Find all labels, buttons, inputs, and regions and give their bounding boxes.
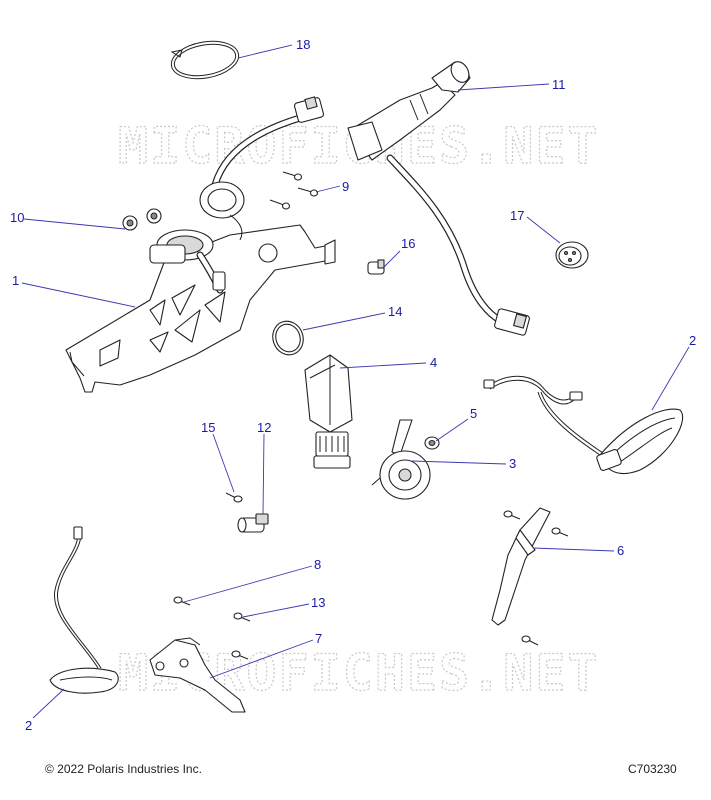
- callout-10: 10: [10, 210, 24, 225]
- callout-9: 9: [342, 179, 349, 194]
- part-7-bracket: [149, 637, 246, 713]
- callout-16: 16: [401, 236, 415, 251]
- part-17-connector: [555, 241, 589, 269]
- callout-4: 4: [430, 355, 437, 370]
- part-13-screws: [231, 612, 251, 660]
- callout-14: 14: [388, 304, 402, 319]
- part-3-horn: [371, 419, 431, 500]
- callout-2-left: 2: [25, 718, 32, 733]
- part-8-screw: [173, 596, 191, 606]
- bracket-harness: [149, 96, 325, 294]
- callout-15: 15: [201, 420, 215, 435]
- part-2-right-light: [483, 375, 684, 474]
- part-16-bulb: [367, 259, 385, 275]
- callout-12: 12: [257, 420, 271, 435]
- leader-lines: [21, 44, 690, 719]
- part-14-o-ring: [272, 320, 304, 356]
- callout-5: 5: [470, 406, 477, 421]
- part-2-left-light: [49, 526, 119, 694]
- part-12-socket: [237, 513, 269, 533]
- drawing-number: C703230: [628, 762, 677, 776]
- callout-8: 8: [314, 557, 321, 572]
- part-11-switch: [347, 61, 530, 336]
- callout-11: 11: [552, 77, 566, 92]
- callout-6: 6: [617, 543, 624, 558]
- part-6-bracket: [491, 507, 569, 646]
- part-5-bolt: [424, 436, 440, 450]
- callout-1: 1: [12, 273, 19, 288]
- callout-18: 18: [296, 37, 310, 52]
- callout-2-right: 2: [689, 333, 696, 348]
- copyright-notice: © 2022 Polaris Industries Inc.: [45, 762, 202, 776]
- part-10-nuts: [122, 208, 162, 231]
- callout-17: 17: [510, 208, 524, 223]
- part-4-module: [304, 354, 353, 469]
- callout-7: 7: [315, 631, 322, 646]
- part-1-bracket: [65, 224, 336, 393]
- part-9-screws: [269, 171, 319, 210]
- callout-labels: 18 11 9 10 17 16 1 14 2 4 5 15 12 3 6 8 …: [10, 37, 696, 733]
- part-18-cable-tie: [170, 40, 240, 80]
- part-15-screw: [225, 492, 243, 503]
- callout-3: 3: [509, 456, 516, 471]
- callout-13: 13: [311, 595, 325, 610]
